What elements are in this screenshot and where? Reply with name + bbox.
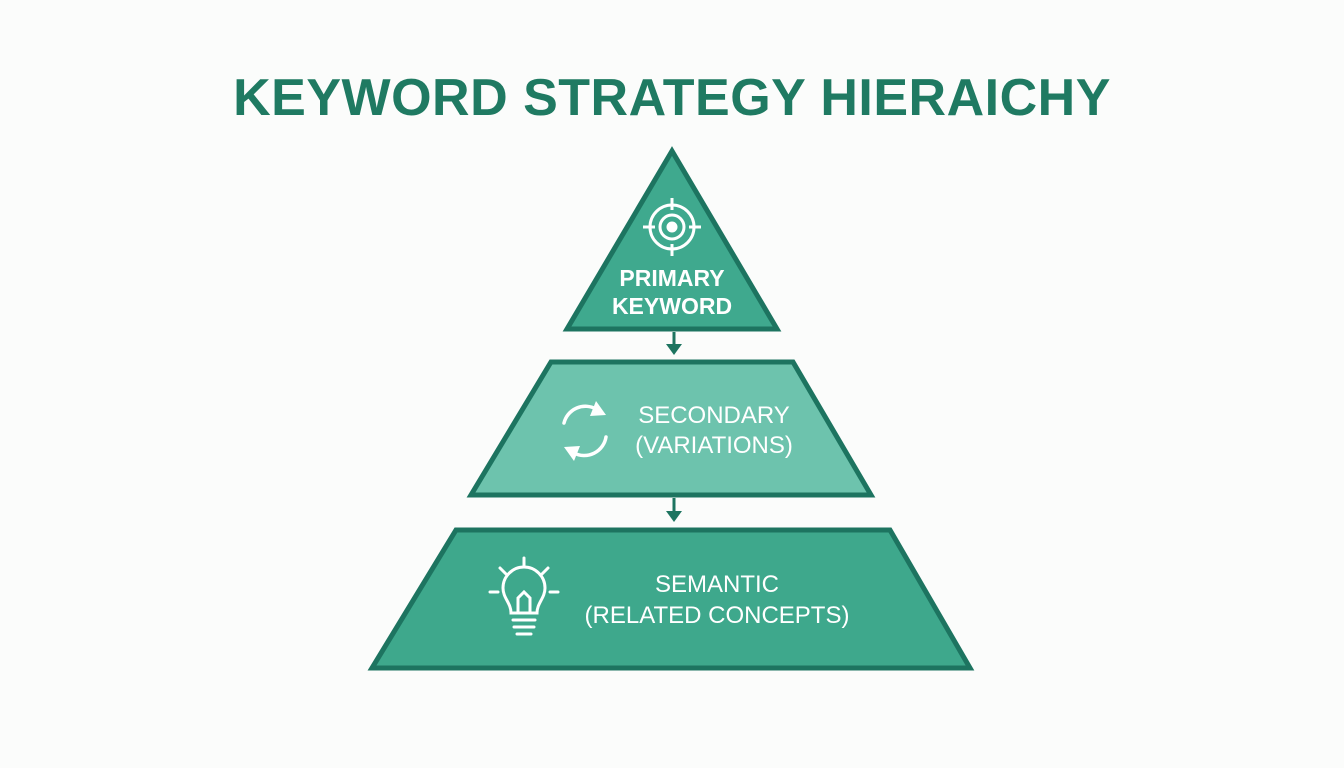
tier-semantic-line1: SEMANTIC <box>655 571 779 598</box>
tier-secondary-line2: (VARIATIONS) <box>635 432 793 459</box>
tier-secondary-line1: SECONDARY <box>638 402 790 429</box>
tier-secondary: SECONDARY (VARIATIONS) <box>466 359 876 498</box>
tier-primary-line1: PRIMARY <box>619 265 724 291</box>
tier-semantic-shape <box>367 527 975 671</box>
tier-semantic-line2: (RELATED CONCEPTS) <box>585 602 850 629</box>
target-icon <box>643 198 701 256</box>
connector-arrow-1 <box>666 332 682 355</box>
lightbulb-icon <box>488 556 560 636</box>
tier-primary: PRIMARY KEYWORD <box>562 146 782 332</box>
connector-arrow-2 <box>666 498 682 522</box>
tier-secondary-shape <box>466 359 876 498</box>
tier-primary-line2: KEYWORD <box>612 293 732 319</box>
cycle-arrows-icon <box>562 401 608 461</box>
tier-semantic: SEMANTIC (RELATED CONCEPTS) <box>367 527 975 671</box>
diagram-title: KEYWORD STRATEGY HIERAICHY <box>233 69 1111 127</box>
